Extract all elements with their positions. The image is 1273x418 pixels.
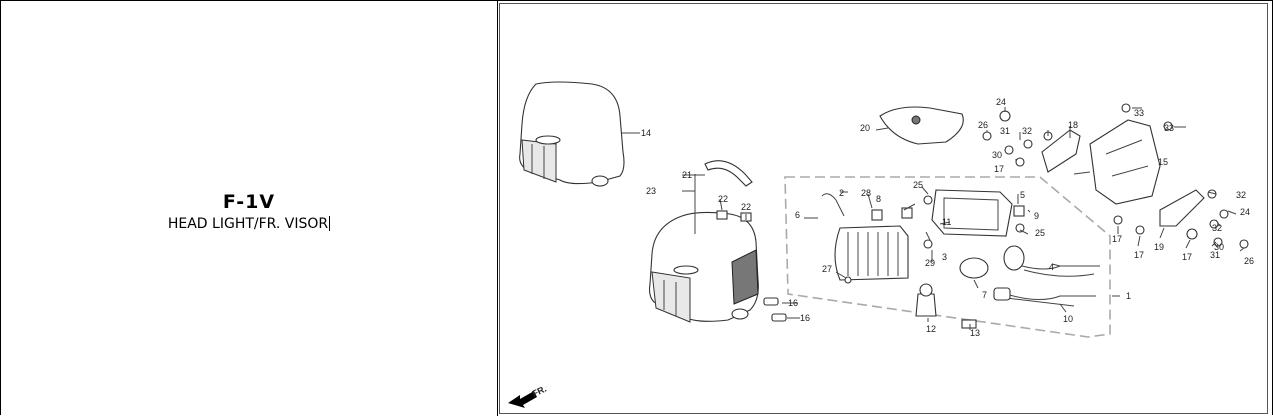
- callout-13: 13: [970, 328, 980, 338]
- callout-33: 33: [1164, 123, 1174, 133]
- callout-19: 19: [1154, 242, 1164, 252]
- callout-5: 5: [1020, 190, 1025, 200]
- section-code: F-1V: [222, 191, 276, 213]
- callout-11: 11: [942, 217, 951, 227]
- callout-12: 12: [926, 324, 936, 334]
- clip-part: [716, 210, 728, 220]
- lens-rim-part: [931, 189, 1013, 237]
- callout-10: 10: [1063, 314, 1073, 324]
- callout-7: 7: [982, 290, 987, 300]
- visor-bracket-part: [704, 160, 753, 187]
- callout-16: 16: [788, 298, 798, 308]
- section-name-text: HEAD LIGHT/FR. VISOR: [167, 216, 329, 232]
- callout-23: 23: [646, 186, 656, 196]
- rubber-part: [901, 207, 913, 219]
- callout-30: 30: [992, 150, 1002, 160]
- callout-32: 32: [1236, 190, 1246, 200]
- section-name: HEAD LIGHT/FR. VISOR: [1, 216, 497, 232]
- holder-part: [1013, 205, 1025, 217]
- wire-lead-part: [1005, 293, 1096, 307]
- headlight-bulb-part: [915, 293, 937, 317]
- callout-6: 6: [795, 210, 800, 220]
- side-bracket-part: [1159, 189, 1205, 227]
- callout-25: 25: [1035, 228, 1045, 238]
- callout-29: 29: [925, 258, 935, 268]
- callout-32: 32: [1022, 126, 1032, 136]
- callout-16: 16: [800, 313, 810, 323]
- stay-bracket-part: [1089, 119, 1161, 205]
- callout-32: 32: [1212, 223, 1222, 233]
- callout-26: 26: [978, 120, 988, 130]
- front-direction-indicator: FR.: [508, 384, 548, 408]
- title-panel: F-1V HEAD LIGHT/FR. VISOR: [1, 1, 497, 415]
- nut-clip-part: [771, 313, 787, 322]
- callout-9: 9: [1034, 211, 1039, 221]
- leader-lines: [622, 107, 1245, 330]
- callout-26: 26: [1244, 256, 1254, 266]
- callout-4: 4: [1049, 262, 1054, 272]
- bulb-socket-part: [959, 257, 989, 279]
- callout-31: 31: [1210, 250, 1220, 260]
- callout-17: 17: [1182, 252, 1192, 262]
- cover-plate-part: [879, 106, 964, 145]
- socket-part: [871, 209, 883, 221]
- callout-25: 25: [913, 180, 923, 190]
- callout-24: 24: [996, 97, 1006, 107]
- callout-14: 14: [641, 128, 651, 138]
- callout-24: 24: [1240, 207, 1250, 217]
- callout-17: 17: [994, 164, 1004, 174]
- nut-clip-part: [763, 297, 779, 306]
- callout-22: 22: [718, 194, 728, 204]
- assembly-group-outline: [784, 176, 1111, 338]
- callout-20: 20: [860, 123, 870, 133]
- callout-17: 17: [1134, 250, 1144, 260]
- callout-15: 15: [1158, 157, 1168, 167]
- callout-2: 2: [839, 188, 844, 198]
- text-cursor: [329, 216, 331, 231]
- callout-17: 17: [1112, 234, 1122, 244]
- fastener-set: [844, 103, 1249, 284]
- front-arrow-icon: [508, 391, 537, 408]
- callout-1: 1: [1126, 291, 1131, 301]
- callout-8: 8: [876, 194, 881, 204]
- wire-harness-part: [1021, 265, 1100, 277]
- callout-28: 28: [861, 188, 871, 198]
- callout-27: 27: [822, 264, 832, 274]
- callout-18: 18: [1068, 120, 1078, 130]
- front-label: FR.: [531, 384, 548, 399]
- callout-33: 33: [1134, 108, 1144, 118]
- lower-visor-part: [648, 211, 759, 323]
- callout-22: 22: [741, 202, 751, 212]
- small-clip-part: [961, 319, 977, 329]
- panel-divider: [497, 0, 498, 416]
- callout-31: 31: [1000, 126, 1010, 136]
- callout-3: 3: [942, 252, 947, 262]
- callout-30: 30: [1214, 242, 1224, 252]
- headlight-unit-part: [821, 193, 909, 281]
- callout-21: 21: [682, 170, 692, 180]
- upper-visor-part: [519, 81, 625, 187]
- mount-bracket-part: [1041, 129, 1081, 173]
